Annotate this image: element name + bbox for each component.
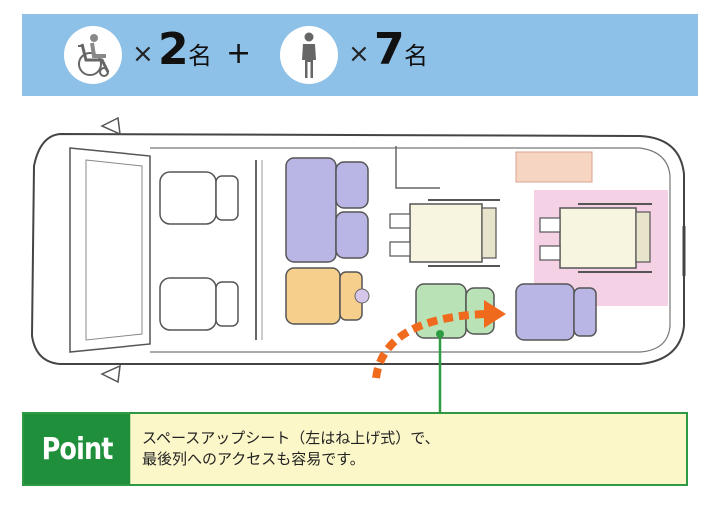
times-sign-2: × xyxy=(348,39,370,69)
times-sign: × xyxy=(132,39,154,69)
vehicle-seat-layout-diagram xyxy=(30,116,686,412)
wheelchair-icon xyxy=(64,26,122,84)
plus-sign: + xyxy=(226,36,252,71)
wheelchair-unit: 名 xyxy=(188,42,212,70)
capacity-banner: × 2 名 + × 7 名 xyxy=(22,14,698,96)
wheelchair-count: 2 xyxy=(158,24,189,75)
person-unit: 名 xyxy=(404,42,428,70)
point-callout: Point スペースアップシート（左はね上げ式）で、 最後列へのアクセスも容易で… xyxy=(22,412,688,486)
wheelchair-position-2 xyxy=(539,203,652,273)
right-mirror xyxy=(100,364,121,384)
person-count: 7 xyxy=(374,24,405,75)
arrow-head xyxy=(484,300,506,328)
rear-storage xyxy=(515,151,593,183)
point-label: Point xyxy=(24,414,131,484)
left-mirror xyxy=(100,116,121,136)
point-text-line-1: スペースアップシート（左はね上げ式）で、 xyxy=(142,429,440,447)
second-row-seat-orange xyxy=(285,267,370,325)
rear-seat-purple xyxy=(515,283,597,341)
access-arrow xyxy=(372,310,487,379)
wheelchair-position-1 xyxy=(389,199,500,267)
windshield xyxy=(69,147,151,353)
second-row-seat-purple xyxy=(285,157,369,263)
front-seat-driver xyxy=(159,171,239,225)
front-seat-passenger xyxy=(159,277,239,331)
person-icon xyxy=(280,26,338,84)
point-text: スペースアップシート（左はね上げ式）で、 最後列へのアクセスも容易です。 xyxy=(142,428,440,470)
point-text-line-2: 最後列へのアクセスも容易です。 xyxy=(142,450,365,468)
